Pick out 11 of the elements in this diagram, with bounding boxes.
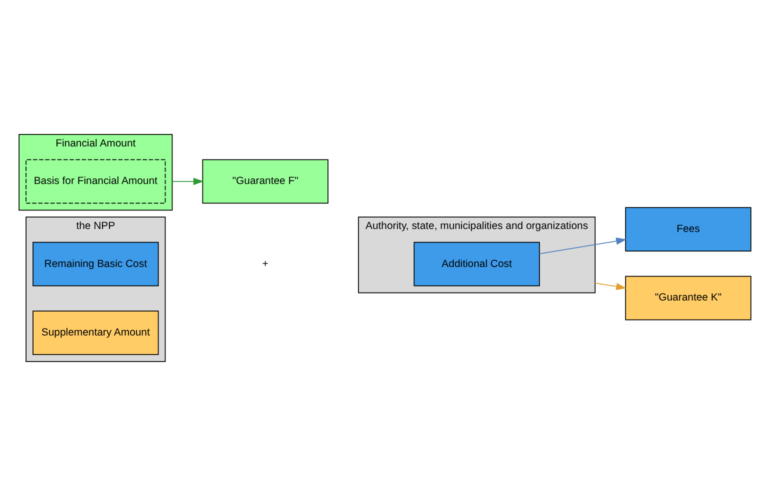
- node-box: Remaining Basic Cost: [32, 241, 159, 286]
- arrow: [539, 236, 627, 254]
- label: +: [262, 258, 268, 270]
- node-box: Supplementary Amount: [32, 310, 159, 355]
- node-box: Fees: [625, 206, 752, 251]
- node-box: Additional Cost: [414, 241, 540, 286]
- node-box: "Guarantee F": [202, 158, 328, 204]
- node-box: "Guarantee K": [625, 275, 752, 320]
- arrow: [594, 282, 627, 290]
- node-box: Basis for Financial Amount: [26, 158, 166, 204]
- arrow: [172, 177, 204, 185]
